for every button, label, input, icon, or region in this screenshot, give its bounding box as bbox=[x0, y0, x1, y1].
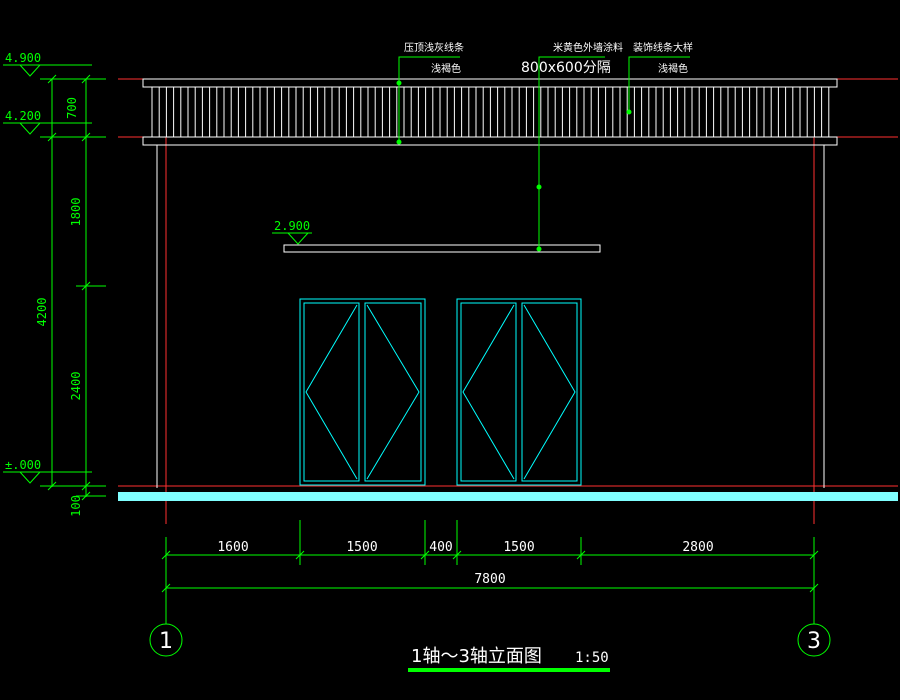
axis-lines bbox=[118, 78, 898, 524]
elevation-000: ±.000 bbox=[5, 458, 41, 472]
elevation-2900: 2.900 bbox=[274, 219, 310, 233]
hdim-1500-right: 1500 bbox=[503, 540, 534, 555]
note-trim-line1: 装饰线条大样 bbox=[633, 41, 693, 54]
elevation-4200: 4.200 bbox=[5, 109, 41, 123]
axis-label-3: 3 bbox=[807, 629, 821, 654]
balusters bbox=[151, 87, 830, 137]
parapet bbox=[142, 78, 838, 146]
elevation-marks bbox=[3, 64, 312, 484]
axis-label-1: 1 bbox=[159, 629, 173, 654]
wall-outline bbox=[156, 145, 825, 488]
hdim-total: 7800 bbox=[474, 572, 505, 587]
hdim-1600: 1600 bbox=[217, 540, 248, 555]
drawing-title: 1轴～3轴立面图 bbox=[411, 646, 542, 667]
vdim-100: 100 bbox=[69, 495, 83, 517]
title-underline bbox=[408, 668, 610, 672]
hdim-2800: 2800 bbox=[682, 540, 713, 555]
axis-bubble-3: 3 bbox=[797, 623, 831, 657]
door-right bbox=[456, 298, 582, 486]
vdim-700: 700 bbox=[65, 97, 79, 119]
axis-bubble-1: 1 bbox=[149, 623, 183, 657]
annotation-leaders bbox=[396, 56, 690, 252]
vertical-dimensions bbox=[40, 74, 106, 501]
note-coping-line1: 压顶浅灰线条 bbox=[404, 41, 464, 54]
hdim-400: 400 bbox=[429, 540, 452, 555]
note-paint-line1: 米黄色外墙涂料 bbox=[553, 41, 623, 54]
vdim-4200: 4200 bbox=[35, 298, 49, 327]
ground-band bbox=[118, 492, 898, 501]
hdim-1500-left: 1500 bbox=[346, 540, 377, 555]
elevation-4900: 4.900 bbox=[5, 51, 41, 65]
vdim-1800: 1800 bbox=[69, 198, 83, 227]
door-left bbox=[299, 298, 426, 486]
drawing-scale: 1:50 bbox=[575, 650, 609, 666]
note-coping-line2: 浅褐色 bbox=[431, 62, 461, 75]
note-paint-line2: 800x600分隔 bbox=[521, 60, 611, 76]
note-trim-line2: 浅褐色 bbox=[658, 62, 688, 75]
horizontal-dimensions bbox=[161, 520, 819, 624]
canopy bbox=[283, 244, 601, 253]
vdim-2400: 2400 bbox=[69, 372, 83, 401]
